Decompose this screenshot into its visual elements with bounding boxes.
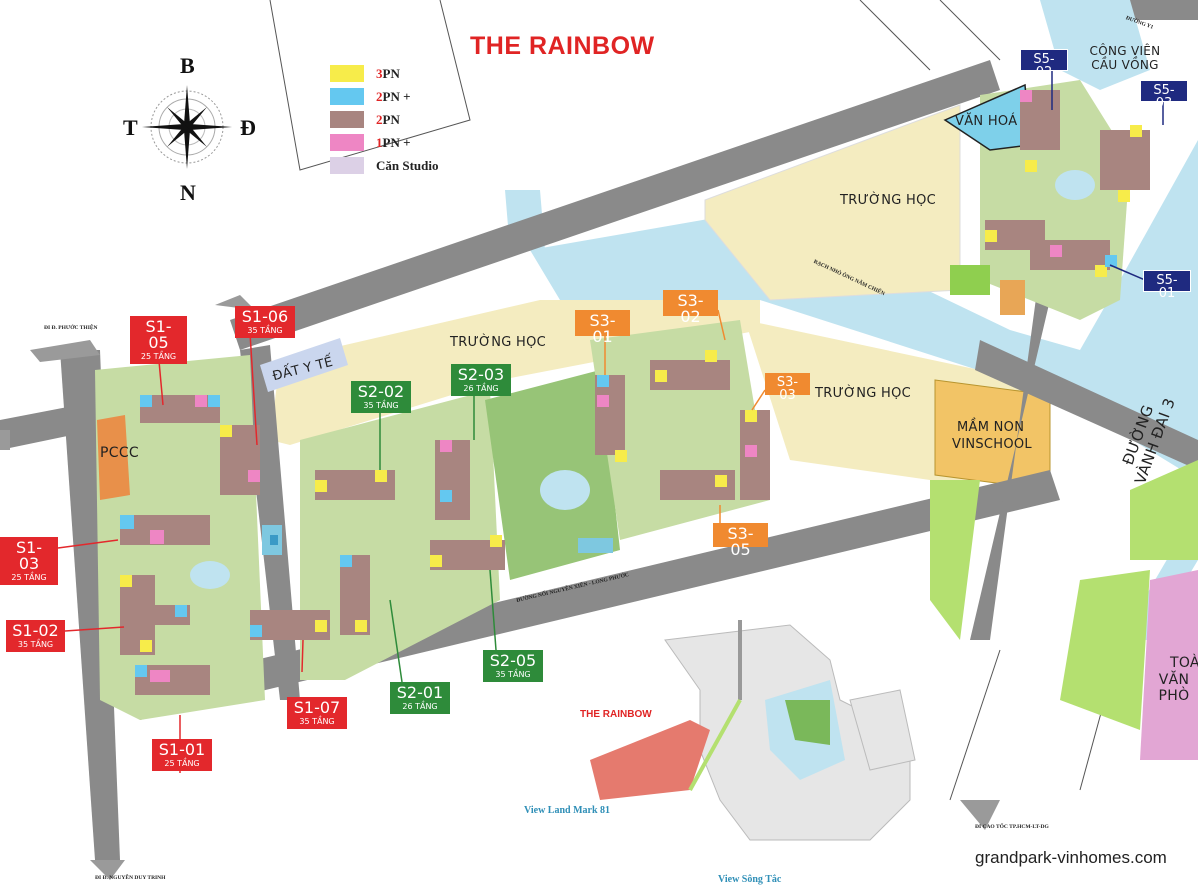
legend-item-3pn: 3PN — [330, 62, 439, 85]
zone-label-culture: VĂN HOÁ — [955, 114, 1018, 129]
legend-item-studio: Căn Studio — [330, 154, 439, 177]
zone-label-school-top: TRƯỜNG HỌC — [840, 193, 937, 208]
zone-label-office-2: VĂN PHÒ — [1158, 672, 1190, 704]
legend-swatch — [330, 111, 364, 128]
legend-item-2pn-plus: 2PN + — [330, 85, 439, 108]
zone-label-kindergarten-2: VINSCHOOL — [952, 437, 1032, 452]
road-label-nguyen-duy-trinh: ĐI Đ. NGUYỄN DUY TRINH — [95, 875, 166, 881]
legend-swatch — [330, 157, 364, 174]
watermark: grandpark-vinhomes.com — [975, 848, 1167, 867]
building-tag-s3-03[interactable]: S3-03 — [765, 373, 810, 402]
zone-label-park: CÔNG VIÊN CẦU VỒNG — [1089, 44, 1161, 72]
building-tag-s3-02[interactable]: S3-02 — [663, 290, 718, 325]
legend-item-1pn-plus: 1PN + — [330, 131, 439, 154]
page-title: THE RAINBOW — [470, 32, 655, 60]
legend-swatch — [330, 65, 364, 82]
inset-map — [590, 620, 916, 841]
office-zone — [1140, 570, 1198, 760]
unit-type-legend: 3PN 2PN + 2PN 1PN + Căn Studio — [330, 62, 439, 177]
canal — [530, 140, 1198, 640]
building-tag-s3-05[interactable]: S3-05 — [713, 523, 768, 558]
inset-rainbow-area — [590, 720, 710, 800]
building-tag-s3-01[interactable]: S3-01 — [575, 310, 630, 345]
compass-south-label: N — [180, 180, 196, 205]
zone-label-school-mid: TRƯỜNG HỌC — [450, 335, 547, 350]
building-blocks — [120, 90, 1150, 695]
fire-zone — [97, 415, 130, 500]
zone-label-fire: PCCC — [100, 445, 139, 461]
compass-east-label: Đ — [240, 115, 256, 140]
inset-label-landmark81: View Land Mark 81 — [524, 805, 611, 816]
legend-swatch — [330, 88, 364, 105]
legend-item-2pn: 2PN — [330, 108, 439, 131]
zone-label-kindergarten-1: MẦM NON — [957, 420, 1025, 435]
compass-north-label: B — [180, 53, 195, 78]
road-label-phuoc-thien: ĐI Đ. PHƯỚC THIỆN — [44, 325, 98, 331]
inset-label-rainbow: THE RAINBOW — [580, 709, 652, 720]
compass-rose — [142, 85, 232, 169]
road-arrows — [0, 295, 1000, 880]
legend-swatch — [330, 134, 364, 151]
inset-label-song-tac: View Sông Tắc — [718, 874, 782, 885]
zone-label-school-right: TRƯỜNG HỌC — [815, 386, 912, 401]
building-tag-s5-03[interactable]: S5-03 — [1140, 80, 1188, 110]
school-zone-top — [704, 104, 961, 301]
kindergarten-zone — [934, 379, 1051, 491]
building-tag-s5-01[interactable]: S5-01 — [1143, 270, 1191, 300]
road-label-highway: ĐI CAO TỐC TP.HCM-LT-DG — [975, 824, 1049, 830]
zone-label-office-1: TOÀ — [1170, 655, 1198, 671]
building-tag-s5-02[interactable]: S5-02 — [1020, 49, 1068, 79]
compass-west-label: T — [123, 115, 138, 140]
health-zone — [260, 338, 348, 392]
